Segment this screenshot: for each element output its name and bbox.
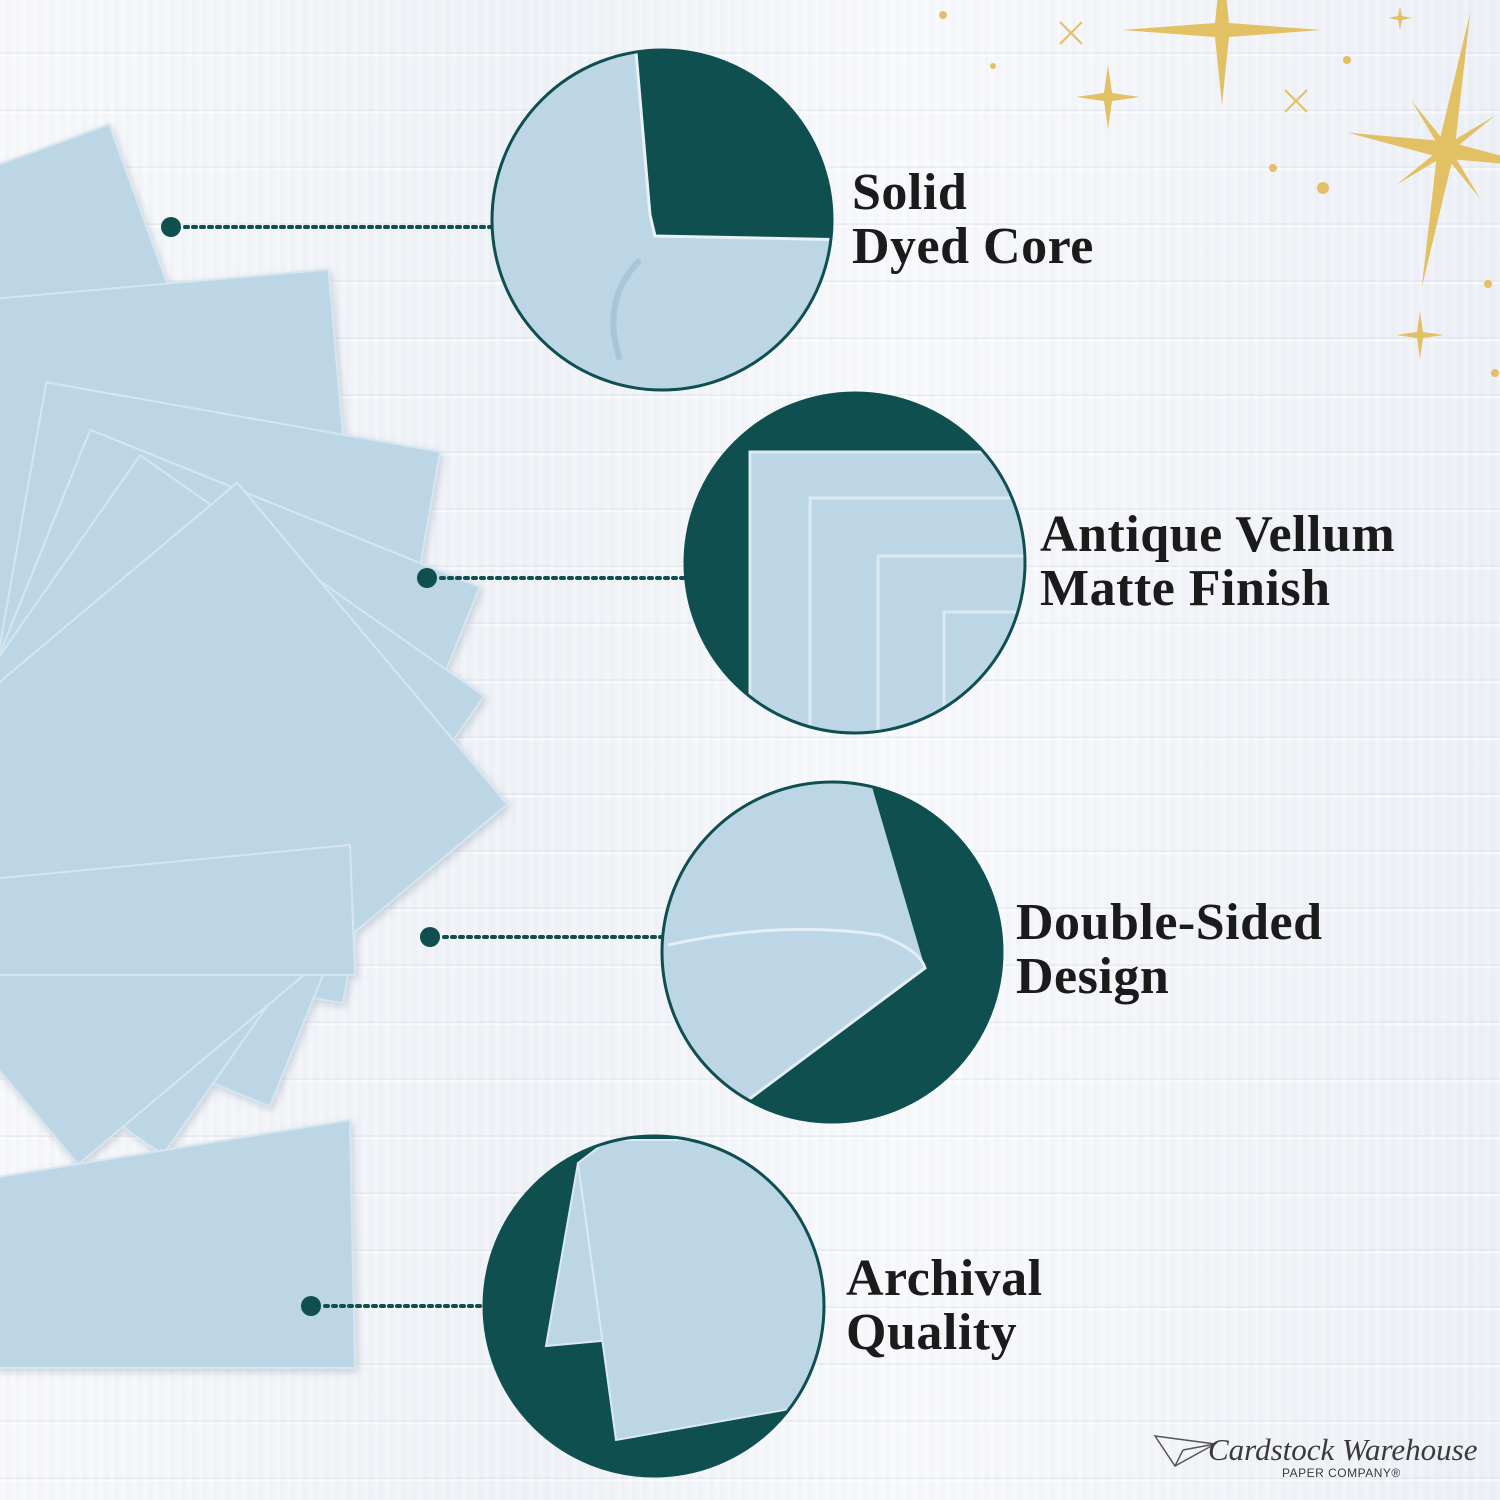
brand-logo: Cardstock Warehouse PAPER COMPANY®: [1152, 1432, 1478, 1482]
feature-label-line: Solid: [852, 164, 968, 221]
solid-dyed-core-icon: [490, 48, 834, 392]
brand-name: Cardstock Warehouse: [1208, 1432, 1478, 1467]
feature-label-matte-finish: Antique Vellum Matte Finish: [1040, 508, 1395, 616]
feature-label-line: Design: [1016, 948, 1170, 1005]
star-icon: [1388, 6, 1412, 30]
leader-archival: [301, 1296, 486, 1316]
feature-label-line: Archival: [846, 1250, 1043, 1307]
star-icon: [1059, 21, 1308, 113]
sparkle-decoration: [939, 0, 1500, 377]
leader-matte-finish: [417, 568, 687, 588]
feature-label-line: Antique Vellum: [1040, 506, 1396, 563]
star-icon: [1396, 311, 1444, 359]
feature-label-solid-dyed-core: Solid Dyed Core: [852, 166, 1094, 274]
feature-label-line: Dyed Core: [852, 218, 1094, 275]
paper-sheet-fan: [0, 123, 509, 1369]
matte-finish-icon: [683, 391, 1027, 735]
paper-sheet: [0, 481, 509, 1166]
brand-subtitle: PAPER COMPANY®: [1282, 1466, 1401, 1480]
star-icon: [1076, 65, 1140, 129]
callout-leaders: [161, 217, 687, 1316]
archival-quality-icon: [482, 1134, 826, 1478]
feature-label-double-sided: Double-Sided Design: [1016, 896, 1323, 1004]
double-sided-icon: [660, 780, 1004, 1124]
star-icon: [1122, 0, 1322, 105]
paper-sheet: [0, 1118, 357, 1369]
paper-sheet: [0, 843, 357, 976]
paper-plane-logo-icon: [1153, 1435, 1218, 1467]
feature-label-archival-quality: Archival Quality: [846, 1252, 1043, 1360]
leader-solid-dyed-core: [161, 217, 494, 237]
star-icon: [1347, 12, 1500, 288]
feature-label-line: Double-Sided: [1016, 894, 1323, 951]
leader-double-sided: [420, 927, 664, 947]
feature-label-line: Matte Finish: [1040, 560, 1331, 617]
feature-label-line: Quality: [846, 1304, 1018, 1361]
